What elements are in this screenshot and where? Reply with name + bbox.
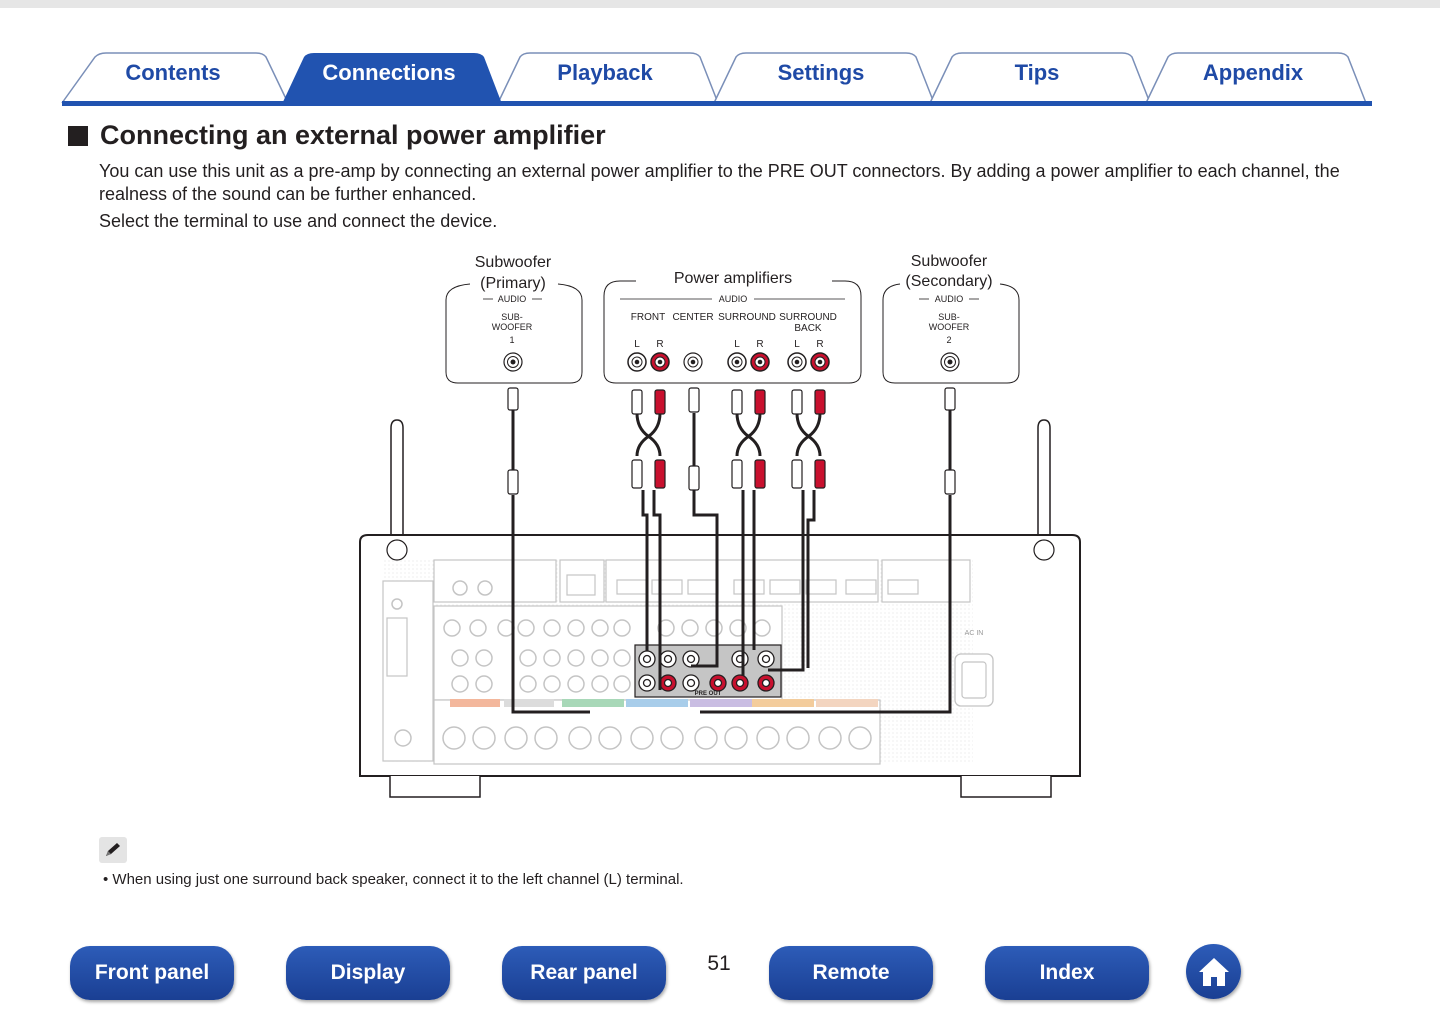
sub1-jack-label2: WOOFER xyxy=(492,322,533,332)
audio-cables xyxy=(511,400,952,714)
sub2-jack-label3: 2 xyxy=(946,335,951,345)
rca-plugs xyxy=(507,387,956,495)
tab-appendix[interactable]: Appendix xyxy=(1202,60,1304,85)
sub2-rca-jack xyxy=(940,352,960,372)
sub2-jack-label2: WOOFER xyxy=(929,322,970,332)
sub2-title-line1: Subwoofer xyxy=(911,253,988,270)
instruction-paragraph: Select the terminal to use and connect t… xyxy=(99,211,498,231)
subwoofer-secondary: Subwoofer (Secondary) AUDIO SUB- WOOFER … xyxy=(882,253,1020,384)
left-antenna xyxy=(390,419,404,565)
remote-button[interactable]: Remote xyxy=(769,946,933,1000)
tab-contents[interactable]: Contents xyxy=(125,60,221,85)
tab-shapes xyxy=(61,52,1372,106)
power-amplifiers: Power amplifiers AUDIO FRONT CENTER SURR… xyxy=(603,270,862,384)
sub2-audio: AUDIO xyxy=(935,294,964,304)
amps-center: CENTER xyxy=(672,312,713,323)
right-antenna xyxy=(1037,419,1051,565)
pencil-icon xyxy=(99,837,127,863)
amps-surround-back-line2: BACK xyxy=(794,323,822,334)
sb-l-label: L xyxy=(794,339,800,350)
sub2-title-line2: (Secondary) xyxy=(905,273,992,290)
section-heading: Connecting an external power amplifier xyxy=(68,120,606,151)
tab-connections[interactable]: Connections xyxy=(322,60,456,85)
tab-bar: Contents Connections Playback Settings T… xyxy=(0,0,1440,110)
sub1-jack-label1: SUB- xyxy=(501,312,523,322)
amps-title: Power amplifiers xyxy=(674,270,792,287)
sb-r-label: R xyxy=(816,339,823,350)
amps-front: FRONT xyxy=(631,312,665,323)
front-r-label: R xyxy=(656,339,663,350)
home-icon xyxy=(1198,957,1229,986)
amp-jacks xyxy=(627,352,830,372)
sub1-jack-label3: 1 xyxy=(509,335,514,345)
front-l-label: L xyxy=(634,339,640,350)
surround-r-label: R xyxy=(756,339,763,350)
subwoofer-primary: Subwoofer (Primary) AUDIO SUB- WOOFER 1 xyxy=(445,254,583,384)
sub2-jack-label1: SUB- xyxy=(938,312,960,322)
sub1-title-line1: Subwoofer xyxy=(475,254,552,271)
tab-shape-tips[interactable] xyxy=(929,52,1151,104)
rear-panel-button[interactable]: Rear panel xyxy=(502,946,666,1000)
note-item: • When using just one surround back spea… xyxy=(103,871,684,888)
display-button[interactable]: Display xyxy=(286,946,450,1000)
amps-surround-back-line1: SURROUND xyxy=(779,312,837,323)
tab-settings[interactable]: Settings xyxy=(777,60,865,85)
sub1-audio: AUDIO xyxy=(498,294,527,304)
pre-out-label: PRE OUT xyxy=(695,691,722,697)
connection-diagram: Subwoofer (Primary) AUDIO SUB- WOOFER 1 … xyxy=(359,253,1081,798)
tab-shape-contents[interactable] xyxy=(61,52,289,104)
tab-shape-playback[interactable] xyxy=(497,52,719,104)
heading-square-bullet xyxy=(68,125,88,146)
amps-surround: SURROUND xyxy=(718,312,776,323)
sub1-title-line2: (Primary) xyxy=(480,275,546,292)
front-panel-button[interactable]: Front panel xyxy=(70,946,234,1000)
home-button[interactable] xyxy=(1186,944,1241,999)
tab-tips[interactable]: Tips xyxy=(1014,60,1060,85)
pre-out-terminals: PRE OUT xyxy=(634,644,782,698)
speaker-color-strip xyxy=(450,699,878,707)
amps-audio: AUDIO xyxy=(719,294,748,304)
intro-paragraph: You can use this unit as a pre-amp by co… xyxy=(99,161,1340,204)
note-text: When using just one surround back speake… xyxy=(112,871,684,888)
tab-shape-appendix[interactable] xyxy=(1145,52,1367,104)
page-title: Connecting an external power amplifier xyxy=(100,120,606,150)
ac-in-label: AC IN xyxy=(965,630,984,637)
tab-playback[interactable]: Playback xyxy=(557,60,653,85)
top-rule xyxy=(0,0,1440,8)
index-button[interactable]: Index xyxy=(985,946,1149,1000)
tab-shape-connections[interactable] xyxy=(282,53,502,104)
surround-l-label: L xyxy=(734,339,740,350)
tab-shape-settings[interactable] xyxy=(713,52,935,104)
page-number: 51 xyxy=(707,952,731,975)
receiver-rear-panel: PRE OUT AC IN xyxy=(359,419,1081,798)
sub1-rca-jack xyxy=(503,352,523,372)
